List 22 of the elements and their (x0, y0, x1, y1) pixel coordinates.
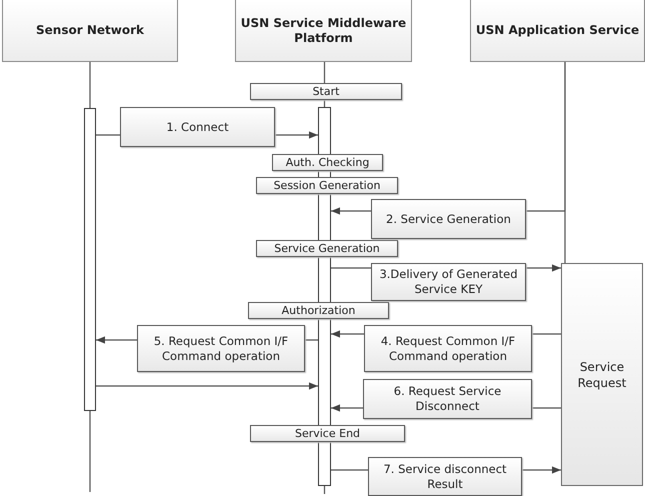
lifeline-header: USN Application Service (470, 0, 645, 62)
state-band: Session Generation (256, 177, 398, 194)
state-band: Authorization (248, 302, 389, 319)
message-label: 4. Request Common I/F Command operation (364, 325, 532, 372)
message-arrow (96, 382, 318, 390)
message-label: 5. Request Common I/F Command operation (137, 325, 305, 372)
lifeline-header: USN Service Middleware Platform (235, 0, 412, 62)
lifeline-header: Sensor Network (2, 0, 178, 62)
lifeline (324, 100, 326, 107)
state-band: Start (250, 83, 402, 100)
activation-box: Service Request (561, 263, 643, 486)
message-label: 6. Request Service Disconnect (363, 379, 532, 419)
activation-bar (84, 108, 96, 411)
lifeline (89, 62, 91, 108)
message-label: 7. Service disconnect Result (368, 457, 522, 496)
state-band: Auth. Checking (272, 154, 383, 171)
message-label: 3.Delivery of Generated Service KEY (371, 263, 526, 301)
state-band: Service End (250, 425, 405, 442)
state-band: Service Generation (256, 240, 398, 257)
message-label: 1. Connect (120, 107, 275, 147)
message-label: 2. Service Generation (371, 199, 526, 239)
lifeline (324, 62, 326, 83)
